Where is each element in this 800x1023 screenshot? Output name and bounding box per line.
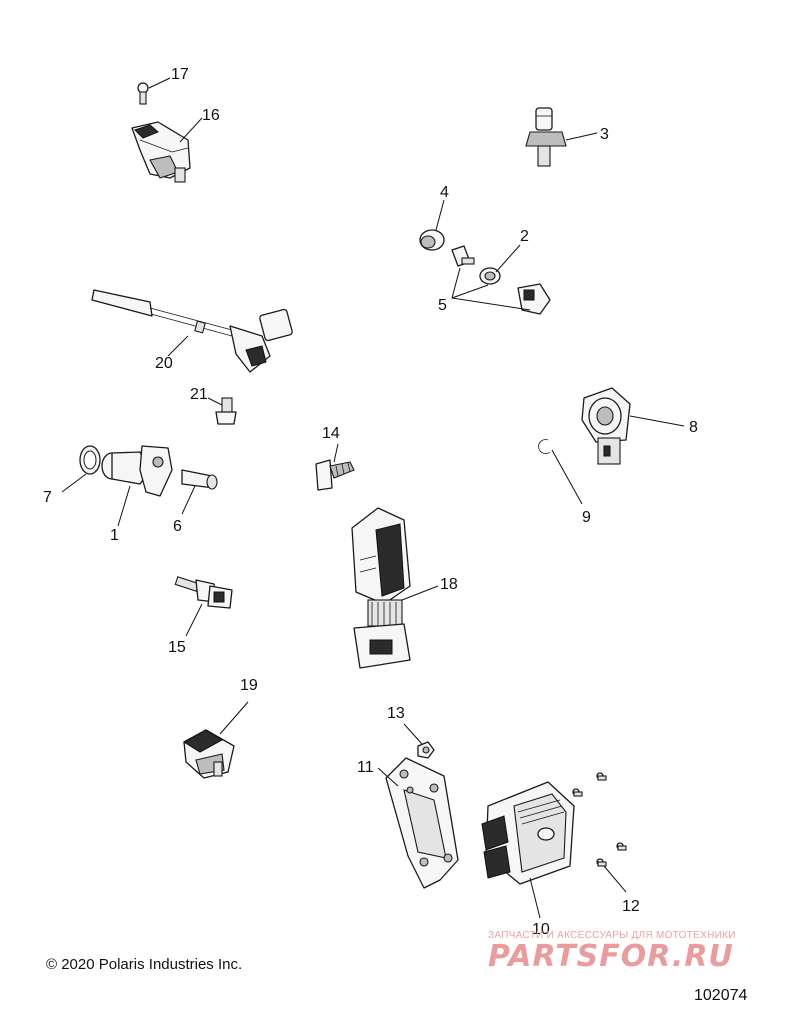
part-21-bolt <box>215 397 237 425</box>
callout-18: 18 <box>440 576 458 593</box>
part-7-o-ring <box>79 445 101 475</box>
leader-20 <box>167 335 189 357</box>
callout-19: 19 <box>240 677 258 694</box>
leader-18 <box>401 585 439 601</box>
callout-5: 5 <box>438 297 447 314</box>
watermark: ЗАПЧАСТИ И АКСЕССУАРЫ ДЛЯ МОТОТЕХНИКИ PA… <box>488 930 783 974</box>
watermark-logo: PARTSFOR.RU <box>488 939 734 974</box>
part-17-bolt <box>137 82 149 105</box>
callout-12: 12 <box>622 898 640 915</box>
callout-9: 9 <box>582 509 591 526</box>
part-19-switch <box>183 729 235 779</box>
part-16-map-sensor <box>131 121 191 183</box>
leader-2 <box>495 244 521 273</box>
callout-21: 21 <box>190 386 208 403</box>
part-4-cap <box>419 229 445 251</box>
leader-1 <box>117 485 131 527</box>
part-13-nut <box>417 741 435 759</box>
leader-5b <box>451 284 489 299</box>
part-5-kit <box>451 245 551 315</box>
leader-8 <box>629 415 685 427</box>
callout-10: 10 <box>532 921 550 938</box>
part-3-sensor <box>525 107 567 167</box>
copyright-notice: © 2020 Polaris Industries Inc. <box>46 956 243 973</box>
part-10-ecu <box>481 781 575 885</box>
callout-1: 1 <box>110 527 119 544</box>
leader-14 <box>333 443 339 463</box>
leader-3 <box>565 132 598 141</box>
callout-3: 3 <box>600 126 609 143</box>
part-1-sensor <box>101 445 173 497</box>
leader-15 <box>185 603 203 637</box>
leader-11 <box>377 767 399 787</box>
callout-11: 11 <box>357 759 374 776</box>
leader-17 <box>148 77 171 89</box>
part-8-knock-sensor <box>581 387 631 465</box>
part-20-probe-sensor <box>91 289 293 373</box>
callout-6: 6 <box>173 518 182 535</box>
callout-2: 2 <box>520 228 529 245</box>
leader-12 <box>603 865 627 893</box>
callout-20: 20 <box>155 355 173 372</box>
part-18-module <box>351 507 411 669</box>
leader-6 <box>181 485 196 515</box>
leader-4 <box>435 199 445 231</box>
callout-8: 8 <box>689 419 698 436</box>
part-11-bracket <box>385 757 459 889</box>
callout-17: 17 <box>171 66 189 83</box>
watermark-tagline: ЗАПЧАСТИ И АКСЕССУАРЫ ДЛЯ МОТОТЕХНИКИ <box>488 930 736 941</box>
leader-13 <box>403 723 423 745</box>
callout-14: 14 <box>322 425 340 442</box>
callout-16: 16 <box>202 107 220 124</box>
part-14-push-fastener <box>315 459 355 491</box>
leader-16 <box>179 117 203 143</box>
leader-21 <box>207 397 223 406</box>
diagram-number: 102074 <box>694 987 748 1004</box>
part-9-clip <box>538 439 551 454</box>
part-6-pin <box>181 469 218 490</box>
callout-4: 4 <box>440 184 449 201</box>
callout-13: 13 <box>387 705 405 722</box>
part-12-screws <box>572 772 627 867</box>
leader-9 <box>551 449 583 505</box>
leader-19 <box>219 701 249 735</box>
leader-7 <box>61 473 87 493</box>
callout-15: 15 <box>168 639 186 656</box>
leader-10 <box>529 877 541 919</box>
part-15-temp-sensor <box>174 576 233 609</box>
callout-7: 7 <box>43 489 52 506</box>
